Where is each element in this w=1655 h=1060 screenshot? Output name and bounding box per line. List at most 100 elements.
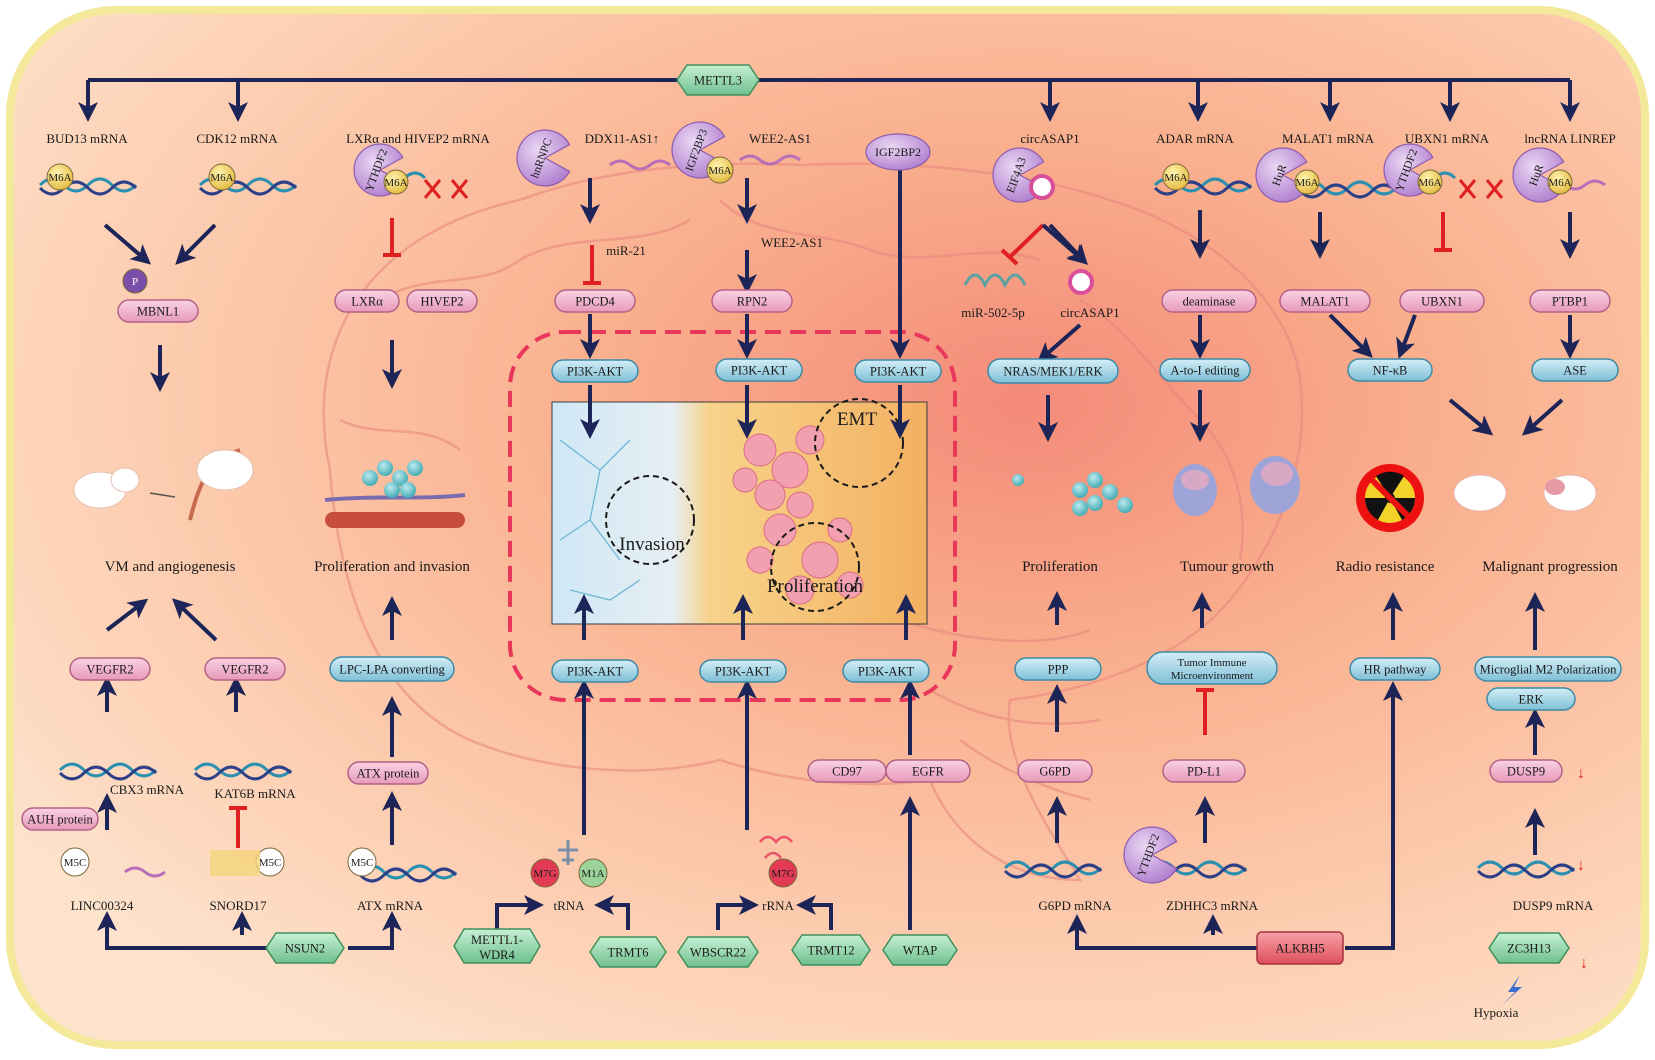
label-cbx3: CBX3 mRNA: [110, 782, 185, 797]
writer-trmt6: TRMT6: [589, 936, 667, 968]
label-zdhhc3: ZDHHC3 mRNA: [1166, 898, 1259, 913]
pill-a-to-i-editing-label: A-to-I editing: [1170, 364, 1240, 378]
pill-lpc-lpa: LPC-LPA converting: [329, 656, 455, 682]
mark-m6a-lxr-label: M6A: [384, 177, 407, 189]
mark-m6a-adar: M6A: [1162, 163, 1190, 191]
pill-atx-protein-label: ATX protein: [357, 767, 421, 781]
vessel-illustration: [73, 448, 254, 521]
pill-pdcd4-label: PDCD4: [575, 295, 615, 309]
down-arrow-dusp9: ↓: [1577, 765, 1585, 782]
mark-m5c-linc00324-label: M5C: [64, 857, 87, 869]
writer-trmt12: TRMT12: [791, 934, 871, 966]
pill-hr-pathway-label: HR pathway: [1364, 663, 1428, 677]
mark-m6a-bud13-label: M6A: [48, 172, 71, 184]
outcome-malignant: Malignant progression: [1482, 559, 1618, 575]
outcome-prolif-invasion: Proliferation and invasion: [314, 559, 470, 575]
mark-m5c-snord17-label: M5C: [259, 857, 282, 869]
pill-nras-mek1-erk: NRAS/MEK1/ERK: [987, 358, 1119, 384]
pill-dusp9-label: DUSP9: [1507, 765, 1545, 779]
mark-m6a-ubxn1: M6A: [1417, 169, 1443, 195]
eraser-alkbh5: ALKBH5: [1256, 931, 1344, 965]
label-atx-mrna: ATX mRNA: [357, 898, 424, 913]
pill-lpc-lpa-label: LPC-LPA converting: [339, 663, 445, 677]
mark-m6a-igf2bp3-label: M6A: [708, 165, 731, 177]
tme-line1: Tumor Immune: [1178, 657, 1247, 669]
writer-wbscr22: WBSCR22: [677, 936, 759, 968]
proliferation-cells-illustration: [1012, 472, 1133, 516]
label-wee2: WEE2-AS1: [749, 131, 811, 146]
outcome-vm: VM and angiogenesis: [105, 559, 236, 575]
pill-pi3k-top-3: PI3K-AKT: [854, 359, 942, 383]
target-labels: BUD13 mRNA CDK12 mRNA LXRα and HIVEP2 mR…: [46, 131, 1615, 1020]
rna-structure-glyphs: [210, 835, 793, 876]
pill-egfr: EGFR: [885, 759, 971, 783]
label-dusp9-mrna: DUSP9 mRNA: [1513, 898, 1594, 913]
label-adar: ADAR mRNA: [1156, 131, 1234, 146]
label-ubxn1: UBXN1 mRNA: [1405, 131, 1490, 146]
tumor-cells-illustration: [732, 425, 864, 605]
pill-rpn2: RPN2: [711, 289, 793, 313]
pill-pi3k-bottom-2-label: PI3K-AKT: [715, 665, 772, 679]
writer-zc3h13-label: ZC3H13: [1507, 942, 1551, 956]
pill-g6pd: G6PD: [1017, 759, 1093, 783]
pill-mbnl1: MBNL1: [117, 299, 199, 323]
mark-phospho-mbnl1-label: P: [132, 276, 138, 288]
pill-pi3k-bottom-1-label: PI3K-AKT: [567, 665, 624, 679]
label-wee2-b: WEE2-AS1: [761, 235, 823, 250]
pill-pdl1: PD-L1: [1162, 759, 1246, 783]
mark-m6a-adar-label: M6A: [1164, 172, 1187, 184]
mark-m6a-cdk12-label: M6A: [210, 172, 233, 184]
reader-igf2bp2-label: IGF2BP2: [875, 145, 921, 159]
pill-pi3k-top-1-label: PI3K-AKT: [567, 365, 624, 379]
mark-phospho-mbnl1: P: [122, 268, 148, 294]
pill-nras-mek1-erk-label: NRAS/MEK1/ERK: [1003, 365, 1102, 379]
pill-pi3k-top-2-label: PI3K-AKT: [731, 364, 788, 378]
pill-auh-protein: AUH protein: [21, 807, 99, 831]
mark-m6a-bud13: M6A: [46, 163, 74, 191]
hypoxia-icon: [1502, 975, 1522, 1005]
pill-ase-label: ASE: [1563, 364, 1587, 378]
eraser-alkbh5-label: ALKBH5: [1275, 942, 1324, 956]
mark-m1a-trna: M1A: [578, 858, 608, 888]
label-mir502: miR-502-5p: [961, 305, 1025, 320]
mark-m7g-trna: M7G: [530, 858, 560, 888]
pill-lxra: LXRα: [334, 289, 400, 313]
pill-erk-label: ERK: [1519, 693, 1544, 707]
mark-m6a-lxr: M6A: [383, 169, 409, 195]
pill-ptbp1: PTBP1: [1529, 289, 1611, 313]
writer-mettl1-wdr4-label-2: WDR4: [479, 948, 515, 962]
reader-hnrnpc: hnRNPC: [516, 129, 571, 187]
proliferation-circle: [770, 522, 860, 612]
pill-hivep2: HIVEP2: [406, 289, 478, 313]
pill-ptbp1-label: PTBP1: [1552, 295, 1588, 309]
center-proliferation-label: Proliferation: [767, 576, 864, 597]
invasion-vessel-illustration: [324, 460, 466, 528]
pill-vegfr2-b: VEGFR2: [204, 657, 286, 681]
pill-deaminase-label: deaminase: [1183, 295, 1236, 309]
down-arrow-dusp9-mrna: ↓: [1577, 857, 1585, 874]
neuron-network-illustration: [559, 439, 641, 601]
pill-ubxn1-label: UBXN1: [1421, 295, 1463, 309]
pill-mbnl1-label: MBNL1: [137, 305, 179, 319]
label-cdk12: CDK12 mRNA: [196, 131, 278, 146]
pill-pi3k-bottom-3: PI3K-AKT: [842, 659, 930, 683]
pill-hivep2-label: HIVEP2: [420, 295, 463, 309]
mark-m5c-atx: M5C: [347, 847, 377, 877]
degradation-marks: [423, 179, 1504, 199]
writer-wtap: WTAP: [882, 934, 958, 966]
label-trna: tRNA: [553, 898, 585, 913]
inhibition-marks: [229, 212, 1452, 848]
circasap1-branch-arrow: [1041, 223, 1089, 265]
mark-m6a-linrep-label: M6A: [1548, 177, 1571, 189]
writer-trmt6-label: TRMT6: [608, 946, 649, 960]
mark-m5c-snord17: M5C: [255, 847, 285, 877]
label-hypoxia: Hypoxia: [1474, 1005, 1519, 1020]
pill-a-to-i-editing: A-to-I editing: [1159, 358, 1251, 382]
label-mir21: miR-21: [606, 243, 646, 258]
pill-ase: ASE: [1531, 358, 1619, 382]
mark-m6a-linrep: M6A: [1547, 169, 1573, 195]
pill-ppp-label: PPP: [1048, 663, 1069, 677]
label-snord17: SNORD17: [209, 898, 267, 913]
